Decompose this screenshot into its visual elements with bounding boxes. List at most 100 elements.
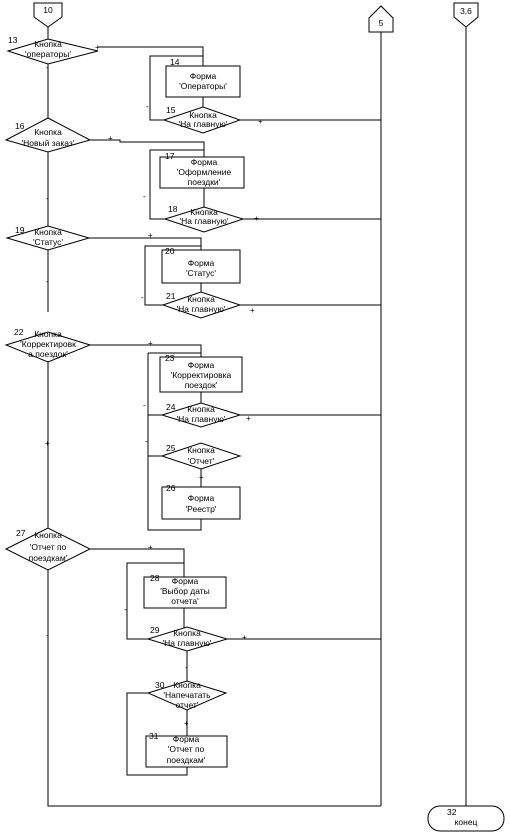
decision-25-line-2: 'Отчет' [188,456,215,466]
plus-marker: + [95,43,100,52]
decision-21-line-1: Кнопка [187,294,215,304]
decision-16-line-2: 'Новый заказ' [22,138,75,148]
minus-marker: - [46,63,49,72]
process-23-line-3: поездок' [185,380,218,390]
process-23-line-2: 'Корректировка [171,370,232,380]
plus-marker: + [184,719,189,728]
decision-18-line-1: Кнопка [190,207,218,217]
minus-marker: - [146,102,149,111]
process-23-number: 23 [165,353,175,363]
process-14: 14 Форма 'Операторы' [165,57,241,98]
process-20-line-2: 'Статус' [186,268,216,278]
plus-marker: + [258,117,263,126]
minus-marker: - [185,663,188,672]
end-terminator-number: 32 [447,807,457,817]
decision-21-line-2: 'На главную' [177,304,226,314]
process-23: 23 Форма 'Корректировка поездок' [159,353,243,393]
decision-13-number: 13 [8,35,18,45]
page-connector-3-6-label: 3,6 [460,6,472,16]
decision-29: Кнопка 'На главную' 29 [146,625,229,652]
minus-marker: - [46,194,49,203]
decision-30-line-3: отчет' [176,700,199,710]
process-31-line-2: 'Отчет по [168,744,205,754]
decision-22: Кнопка 'Корректировк а поездок' 22 [4,327,92,363]
branch-markers: + - - + + - - + + - - + + - + - + + + - … [45,43,263,728]
plus-marker: + [148,339,153,348]
process-28-line-1: Форма [172,576,199,586]
decision-30: Кнопка 'Напечатать отчет' 30 [146,680,228,711]
process-14-number: 14 [170,57,180,67]
process-23-line-1: Форма [188,360,215,370]
decision-22-line-3: а поездок' [28,349,68,359]
decision-16-line-1: Кнопка [34,127,62,137]
plus-marker: + [254,214,259,223]
start-connector: 10 [33,2,63,28]
process-26-line-1: Форма [188,493,215,503]
decision-29-number: 29 [150,625,160,635]
plus-marker: + [108,134,113,143]
decision-13-line-2: 'операторы' [25,49,71,59]
process-20-line-1: Форма [188,258,215,268]
decision-24-line-1: Кнопка [187,404,215,414]
decision-24-number: 24 [166,402,176,412]
decision-15-line-1: Кнопка [189,110,217,120]
decision-22-line-2: 'Корректировк [20,339,76,349]
decision-16: Кнопка 'Новый заказ' 16 [4,117,92,153]
minus-marker: - [46,277,49,286]
decision-29-line-1: Кнопка [173,628,201,638]
start-connector-label: 10 [43,5,53,15]
process-17-number: 17 [165,151,175,161]
process-20-number: 20 [165,246,175,256]
process-17-line-2: 'Оформление [177,167,232,177]
decision-27: Кнопка 'Отчет по поездкам' 27 [4,527,92,571]
decision-21-number: 21 [166,291,176,301]
process-26: 26 Форма 'Реестр' [161,483,241,520]
end-terminator: 32 конец [427,805,505,832]
plus-marker: + [148,543,153,552]
decision-13: Кнопка 'операторы' 13 [6,35,99,65]
decision-25-line-1: Кнопка [187,445,215,455]
decision-30-number: 30 [155,680,165,690]
plus-marker: + [242,633,247,642]
decision-27-line-3: поездкам' [29,553,68,563]
process-17: 17 Форма 'Оформление поездки' [159,151,245,189]
decision-18-number: 18 [168,204,178,214]
decision-15-number: 15 [166,105,176,115]
end-terminator-label: конец [455,817,478,827]
page-connector-5-label: 5 [379,18,384,28]
decision-15-line-2: 'На главную' [179,119,228,129]
flow-lines [47,27,467,807]
decision-18: Кнопка 'На главную' 18 [163,204,245,233]
decision-27-line-2: 'Отчет по [30,542,67,552]
minus-marker: - [145,437,148,446]
process-28: 28 Форма 'Выбор даты отчета' [143,573,227,609]
process-28-line-3: отчета' [171,596,199,606]
decision-13-line-1: Кнопка [34,39,62,49]
process-28-line-2: 'Выбор даты [160,586,210,596]
decision-22-number: 22 [14,327,24,337]
decision-29-line-2: 'На главную' [163,638,212,648]
minus-marker: - [124,605,127,614]
process-26-number: 26 [166,483,176,493]
decision-30-line-1: Кнопка [173,680,201,690]
decision-27-line-1: Кнопка [34,530,62,540]
minus-marker: - [143,192,146,201]
minus-marker: - [143,401,146,410]
plus-marker: + [250,306,255,315]
decision-22-line-1: Кнопка [34,329,62,339]
decision-25-number: 25 [166,443,176,453]
minus-marker: - [46,631,49,640]
decision-27-number: 27 [16,528,26,538]
process-31-line-1: Форма [173,734,200,744]
decision-16-number: 16 [15,121,25,131]
decision-19: Кнопка 'Статус' 19 [5,225,91,251]
decision-19-line-2: 'Статус' [33,237,63,247]
process-31: 31 Форма 'Отчет по поездкам' [145,731,228,768]
process-20: 20 Форма 'Статус' [161,246,241,284]
decision-24: Кнопка 'На главную' 24 [160,402,242,428]
decision-19-number: 19 [15,225,25,235]
process-31-number: 31 [149,731,159,741]
process-26-line-2: 'Реестр' [186,504,217,514]
plus-marker: + [199,473,204,482]
